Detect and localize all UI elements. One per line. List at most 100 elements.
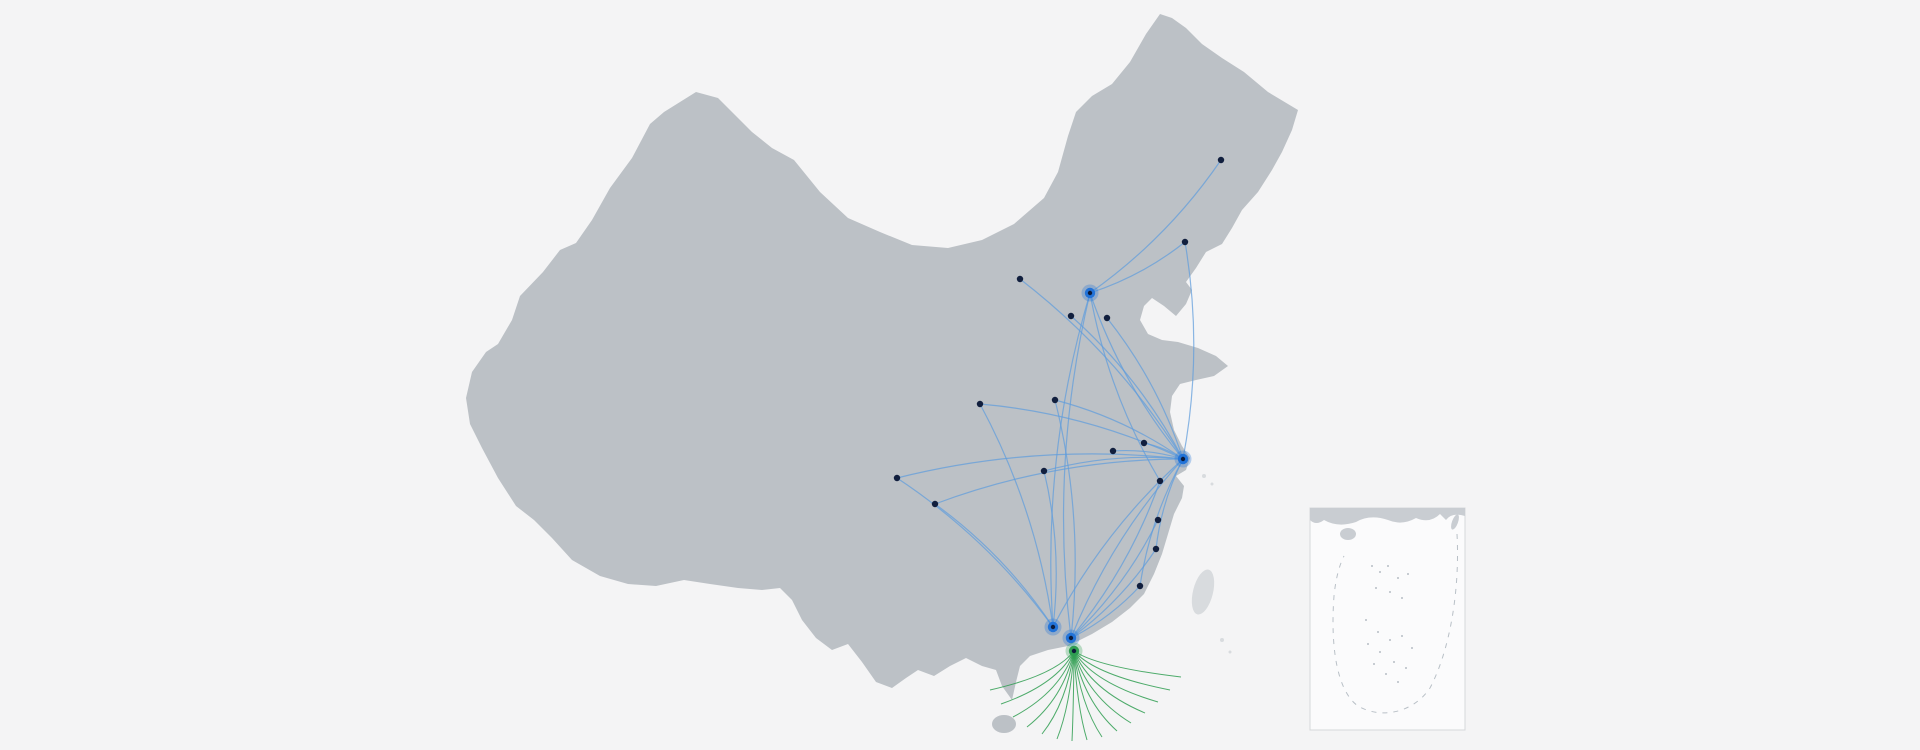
flight-route-green <box>1041 650 1075 735</box>
inset-island-speck <box>1375 587 1377 589</box>
inset-island-speck <box>1389 639 1391 641</box>
flight-route-green <box>1073 650 1182 678</box>
flight-route-blue <box>896 453 1184 479</box>
city-marker[interactable] <box>1136 582 1144 590</box>
flight-route-blue <box>1070 585 1141 639</box>
flight-route-blue <box>1052 458 1184 628</box>
flight-route-green <box>1073 650 1171 691</box>
green-route-layer <box>989 650 1182 742</box>
inset-island-speck <box>1393 661 1395 663</box>
flight-route-blue <box>1106 317 1184 460</box>
flight-route-blue <box>1070 548 1157 639</box>
coastal-islet <box>1228 650 1232 654</box>
inset-island-speck <box>1373 663 1375 665</box>
inset-island-speck <box>1397 681 1399 683</box>
flight-route-green <box>1073 650 1103 738</box>
flight-route-blue <box>934 458 1184 505</box>
city-marker[interactable] <box>1181 238 1189 246</box>
flight-route-blue <box>979 403 1054 628</box>
flight-route-green <box>1073 650 1132 724</box>
flight-route-blue <box>1182 241 1195 460</box>
inset-island-speck <box>1379 651 1381 653</box>
hub-marker-blue[interactable] <box>1174 450 1192 468</box>
flight-route-blue <box>1070 480 1161 639</box>
city-marker[interactable] <box>1109 447 1117 455</box>
flight-route-green <box>1073 650 1118 732</box>
city-marker[interactable] <box>976 400 984 408</box>
city-marker[interactable] <box>931 500 939 508</box>
inset-island-speck <box>1387 565 1389 567</box>
flight-route-blue <box>934 503 1054 628</box>
inset-frame <box>1309 507 1466 731</box>
coastal-islet <box>1220 638 1224 642</box>
hub-marker-green[interactable] <box>1065 642 1083 660</box>
flight-route-blue <box>1054 399 1184 460</box>
flight-route-green <box>1012 650 1075 718</box>
china-mainland-shape <box>466 14 1298 700</box>
flight-route-blue <box>979 403 1184 460</box>
hub-core <box>1071 648 1077 654</box>
city-marker[interactable] <box>1154 516 1162 524</box>
city-marker[interactable] <box>1103 314 1111 322</box>
inset-island-speck <box>1401 635 1403 637</box>
flight-route-blue <box>1089 292 1184 460</box>
inset-boundary-dashes <box>1332 533 1458 714</box>
inset-island-speck <box>1401 597 1403 599</box>
flight-route-green <box>1073 650 1146 714</box>
inset-island-speck <box>1385 673 1387 675</box>
hub-marker-blue[interactable] <box>1062 629 1080 647</box>
city-marker[interactable] <box>1217 156 1225 164</box>
inset-island-speck <box>1367 643 1369 645</box>
flight-route-green <box>1073 650 1159 703</box>
flight-route-blue <box>896 477 1054 628</box>
city-marker[interactable] <box>893 474 901 482</box>
hub-core <box>1068 635 1074 641</box>
flight-route-green <box>1026 650 1075 728</box>
inset-hainan-shape <box>1340 528 1356 540</box>
hub-marker-blue[interactable] <box>1081 284 1099 302</box>
inset-island-speck <box>1379 571 1381 573</box>
inset-coastline-shape <box>1310 508 1465 525</box>
flight-route-green <box>1000 650 1075 705</box>
city-marker[interactable] <box>1140 439 1148 447</box>
inset-taiwan-shape <box>1451 514 1459 530</box>
inset-island-speck <box>1371 565 1373 567</box>
city-marker[interactable] <box>1152 545 1160 553</box>
south-china-sea-inset <box>1309 507 1466 731</box>
inset-island-speck <box>1377 631 1379 633</box>
hub-marker-layer <box>1044 284 1192 660</box>
inset-island-speck <box>1397 577 1399 579</box>
hub-core <box>1180 456 1186 462</box>
flight-route-blue <box>1070 315 1184 460</box>
flight-route-green <box>989 650 1075 691</box>
city-marker[interactable] <box>1040 467 1048 475</box>
city-marker[interactable] <box>1051 396 1059 404</box>
flight-route-blue <box>1070 458 1184 639</box>
city-marker[interactable] <box>1016 275 1024 283</box>
flight-route-blue <box>1089 241 1186 294</box>
flight-route-blue <box>1054 399 1076 639</box>
flight-route-green <box>1071 650 1075 742</box>
city-marker-layer <box>893 156 1225 590</box>
city-marker[interactable] <box>1067 312 1075 320</box>
coastal-islet <box>1210 482 1214 486</box>
hainan-island-shape <box>992 715 1016 733</box>
hub-core <box>1087 290 1093 296</box>
inset-island-speck <box>1407 573 1409 575</box>
flight-route-blue <box>1070 519 1159 639</box>
coastal-islet <box>1202 474 1206 478</box>
flight-route-green <box>1073 650 1088 741</box>
hub-marker-blue[interactable] <box>1044 618 1062 636</box>
inset-island-speck <box>1389 591 1391 593</box>
flight-route-blue <box>1062 292 1091 639</box>
hub-core <box>1050 624 1056 630</box>
taiwan-island-shape <box>1191 569 1215 615</box>
flight-route-blue <box>1112 450 1184 460</box>
city-marker[interactable] <box>1156 477 1164 485</box>
flight-route-blue <box>1019 278 1184 460</box>
inset-island-speck <box>1405 667 1407 669</box>
flight-route-blue <box>1050 292 1091 628</box>
flight-route-blue <box>1043 470 1057 628</box>
